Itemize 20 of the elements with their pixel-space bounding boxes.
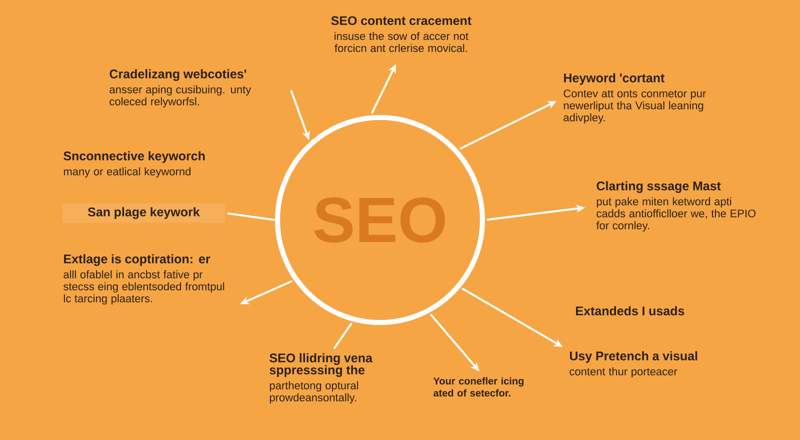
heading: Extandeds I usads [576, 306, 684, 316]
description: insuse the sow of accer not forcicn ant crlerise movical. [334, 32, 468, 52]
heading: SEO llidring vena sppresssing the [270, 353, 372, 377]
heading: Cradelizang webcoties' [110, 69, 246, 81]
description: many or eatlical keywornd [64, 167, 190, 178]
heading: Heyword 'cortant [564, 73, 664, 85]
label-tag [62, 203, 226, 223]
heading: San plage keywork [88, 207, 200, 219]
description: content thur porteacer [570, 367, 678, 378]
description: ansser aping cusibuing. unty coleced relyworfsl. [110, 85, 252, 108]
heading: Snconnective keyworch [64, 151, 205, 163]
description: Contev att onts conmetor pur newerliput tha Visual leaning adivpley. [564, 90, 706, 124]
heading: Extlage is coptiration: er [64, 254, 210, 266]
description: parthetong optural prowdeansontally. [270, 381, 358, 404]
heading: Clarting sssage Mast [596, 181, 721, 193]
description: Your conefler icing ated of setecfor. [433, 377, 524, 397]
heading: Usy Pretench a visual [570, 351, 698, 363]
description: alll ofablel in ancbst fative pr stecss eing eblentsoded fromtpul lc tarcing plaaters. [64, 270, 224, 305]
heading: SEO content cracement [331, 16, 472, 26]
description: put pake miten ketword apti cadds antiofficlloer we, the EPIO for cornley. [596, 197, 756, 232]
